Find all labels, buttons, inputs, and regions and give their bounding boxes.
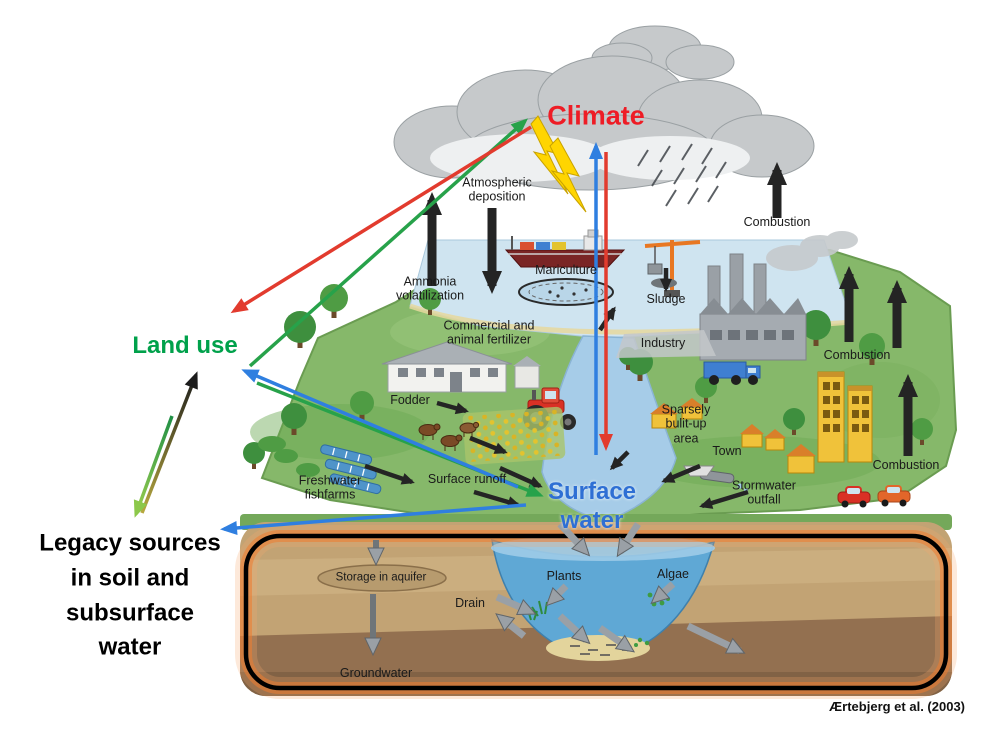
runoff-arrows bbox=[364, 268, 749, 509]
aquifer-ellipse bbox=[317, 564, 447, 592]
apartment-buildings-icon bbox=[817, 371, 873, 463]
drain-arrow bbox=[495, 593, 537, 616]
cars-icon bbox=[837, 485, 911, 508]
legacy-highlight-box bbox=[235, 525, 957, 699]
sparse-houses-icon bbox=[650, 398, 704, 429]
citation: Ærtebjerg et al. (2003) bbox=[829, 699, 965, 714]
groundwater-arrows bbox=[364, 540, 385, 657]
legacy-to-landuse-arrow bbox=[140, 371, 198, 514]
gray-flow-arrows bbox=[495, 521, 746, 655]
factory-icon bbox=[699, 253, 807, 361]
sand-bottom bbox=[546, 635, 650, 661]
fodder-arrow bbox=[436, 400, 469, 415]
greenhouse-icon bbox=[513, 356, 541, 389]
cows-icon bbox=[418, 421, 480, 451]
vertical-exchange-arrows bbox=[422, 162, 918, 456]
lightning-icon bbox=[530, 115, 587, 213]
smoke-icon bbox=[766, 231, 858, 271]
truck-icon bbox=[703, 361, 761, 385]
landuse-to-legacy-arrow bbox=[133, 415, 174, 518]
surfacewater-to-landuse-arrow bbox=[241, 369, 519, 489]
surfacewater-to-legacy-arrow bbox=[220, 503, 527, 535]
mariculture-net-icon bbox=[518, 278, 614, 306]
soil-cross-section bbox=[240, 522, 952, 696]
farm-icon bbox=[381, 341, 513, 393]
cloud-icon bbox=[393, 25, 815, 191]
rain-icon bbox=[637, 143, 727, 207]
town-houses-icon bbox=[740, 424, 816, 474]
concept-arrows bbox=[133, 118, 613, 535]
fishfarm-icon bbox=[320, 444, 382, 495]
climate-to-landuse-arrow bbox=[230, 125, 532, 314]
landuse-to-climate-arrow bbox=[248, 118, 528, 368]
crop-field bbox=[462, 406, 566, 465]
bushes bbox=[258, 436, 320, 477]
industry-quay bbox=[616, 330, 716, 358]
